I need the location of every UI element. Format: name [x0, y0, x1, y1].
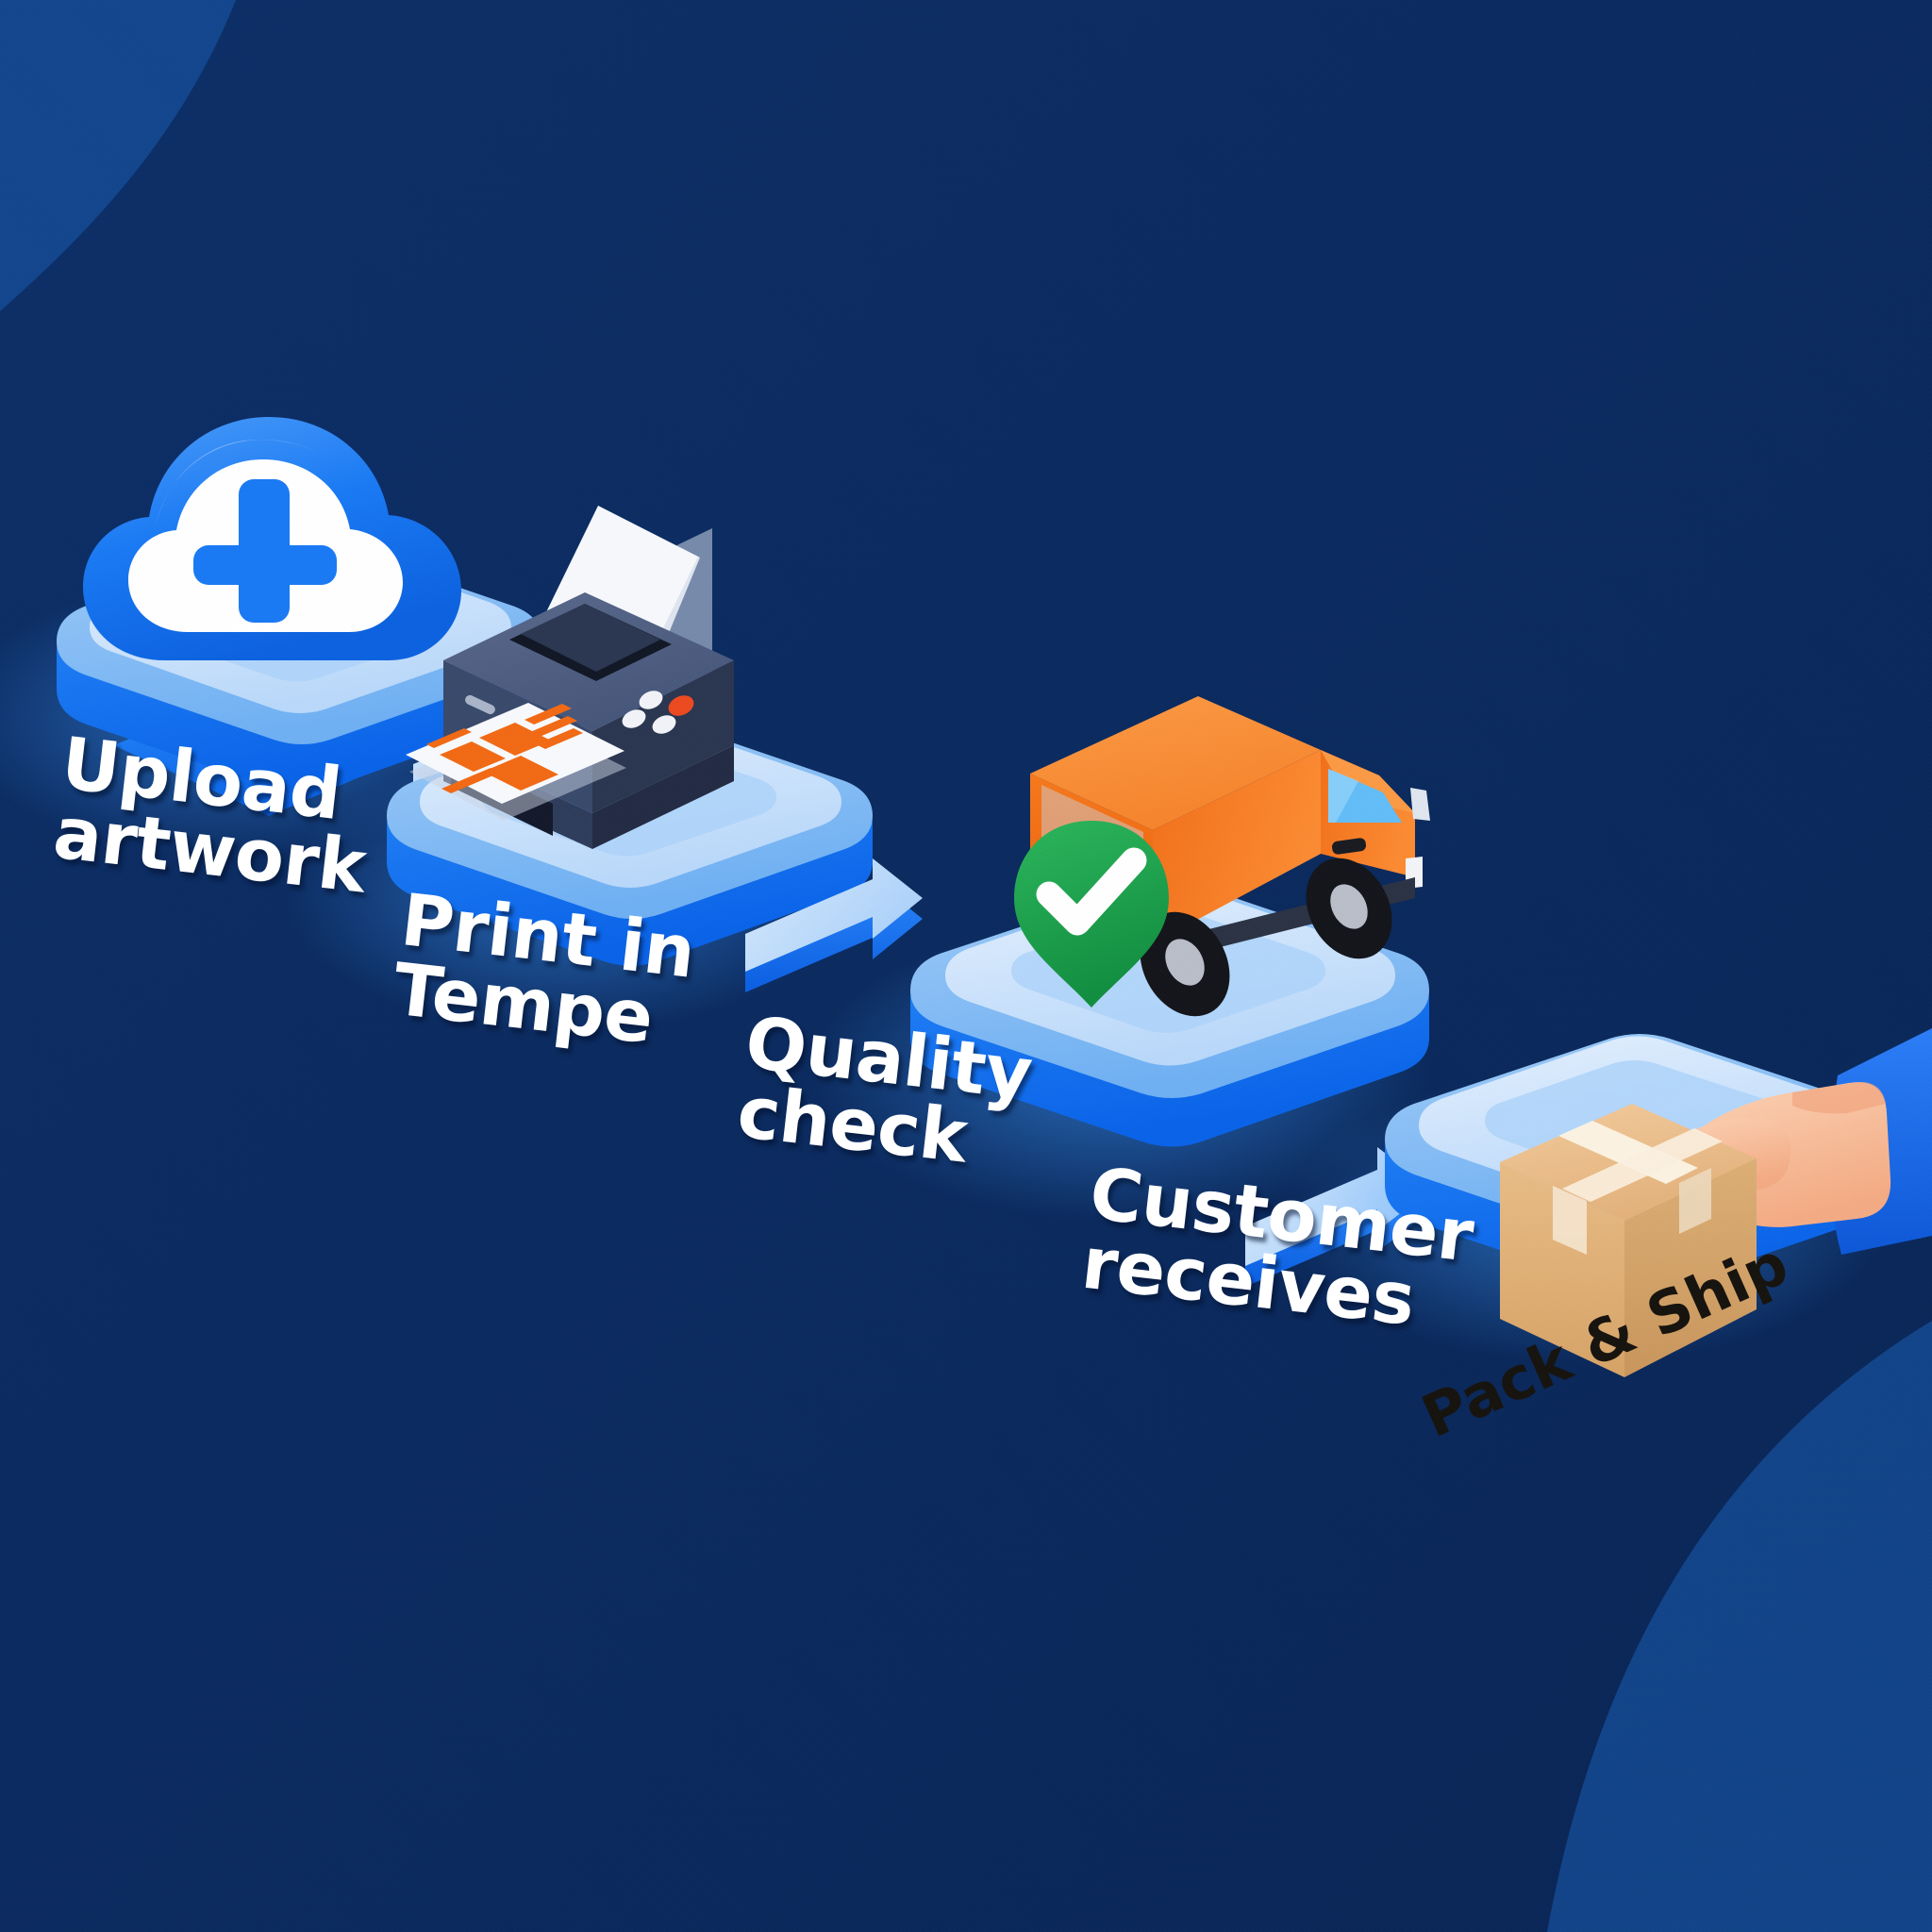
truck-mirror: [1410, 788, 1430, 821]
truck-cargo-top: [1030, 696, 1321, 830]
corner-shape-top-left: [0, 0, 236, 311]
printer-icon: [406, 506, 734, 849]
printer-control-buttons: [622, 691, 694, 734]
printed-artwork-sheet: [406, 703, 626, 821]
truck-wheels: [1140, 858, 1392, 1017]
cloud-upload-icon: [83, 417, 461, 660]
printer-right: [592, 660, 734, 813]
package-right: [1624, 1158, 1757, 1377]
connector-arrow-2: [745, 858, 923, 992]
truck-cargo-right: [1153, 750, 1321, 943]
quality-check-badge: [1014, 821, 1169, 1008]
package-tape-b: [1562, 1128, 1723, 1202]
upload-arrow-glyph: [193, 479, 337, 623]
delivery-truck-icon: [1014, 696, 1430, 1017]
package-left: [1500, 1162, 1624, 1377]
corner-shape-bottom-right: [1547, 1321, 1932, 1932]
truck-grille: [1331, 838, 1367, 855]
